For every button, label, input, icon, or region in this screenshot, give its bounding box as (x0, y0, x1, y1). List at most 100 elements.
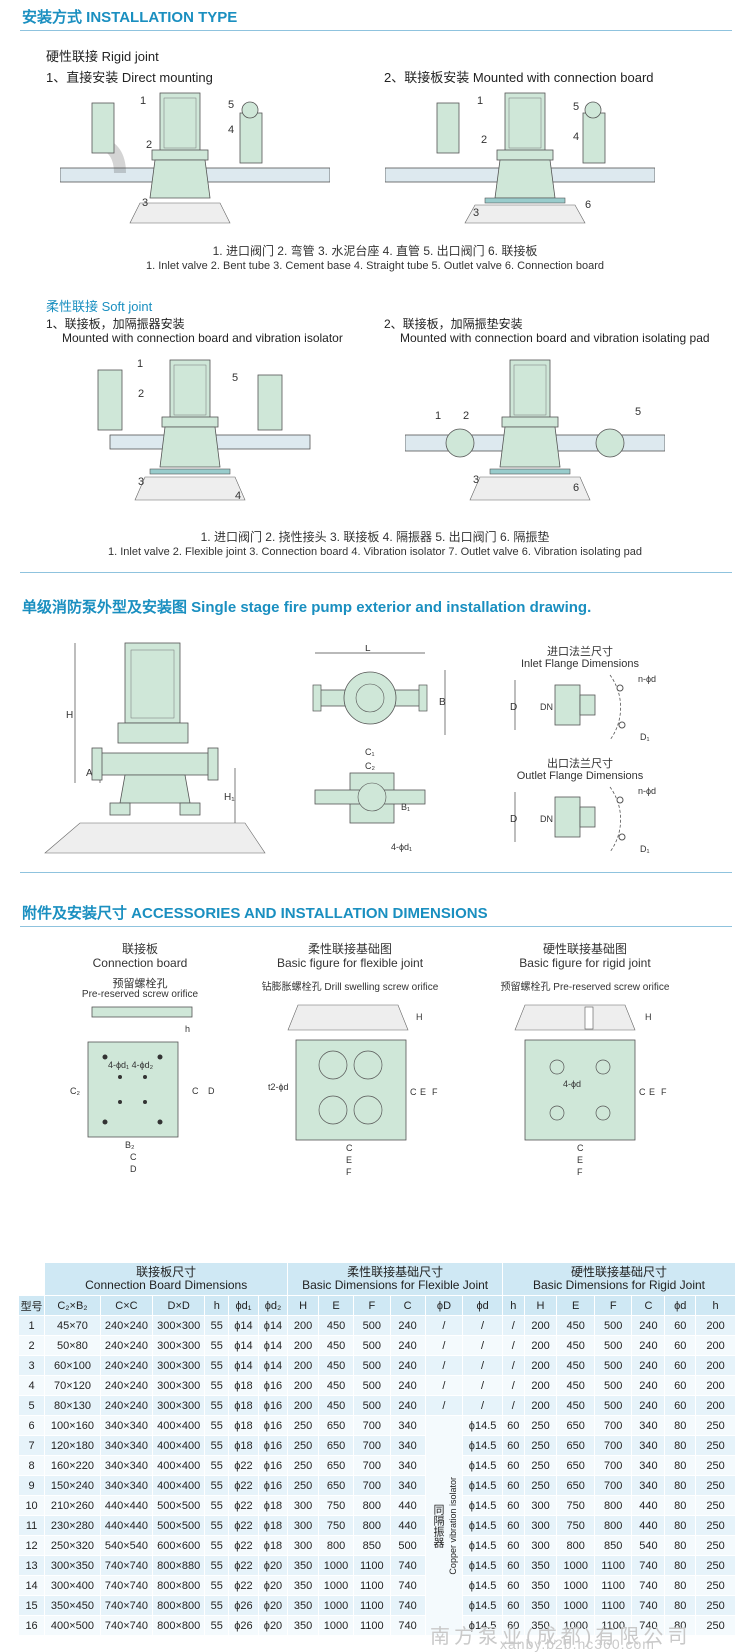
table-cell: 450 (556, 1335, 595, 1356)
table-cell: ϕ14.5 (462, 1435, 503, 1456)
table-cell: 350 (287, 1595, 319, 1616)
column-header: h (501, 1295, 525, 1316)
table-cell: 700 (593, 1475, 633, 1496)
table-cell: 60 (501, 1615, 525, 1636)
table-cell: 4 (17, 1375, 46, 1396)
table-cell: 500 (353, 1395, 391, 1416)
column-header: C (631, 1295, 666, 1316)
table-cell: ϕ14 (228, 1335, 259, 1356)
svg-text:C₂: C₂ (365, 761, 375, 771)
table-cell: 200 (523, 1355, 558, 1376)
table-cell: 340 (389, 1475, 426, 1496)
table-cell: 700 (593, 1415, 633, 1436)
table-cell: 80 (664, 1495, 697, 1516)
table-cell: 200 (523, 1375, 558, 1396)
table-cell: 1100 (593, 1615, 633, 1636)
table-cell: 450 (317, 1335, 355, 1356)
table-cell: ϕ16 (257, 1435, 289, 1456)
table-cell: 350 (287, 1575, 319, 1596)
pump-top-view-drawing: L B C₁ C₂ B₁ 4-ϕd₁ (312, 645, 446, 852)
table-cell: 2 (17, 1335, 46, 1356)
svg-text:C₂: C₂ (70, 1086, 80, 1096)
table-cell: 60 (664, 1315, 697, 1336)
table-cell: 9 (17, 1475, 46, 1496)
column-header: F (593, 1295, 633, 1316)
table-cell: ϕ22 (228, 1535, 259, 1556)
table-cell: 250 (695, 1515, 736, 1536)
svg-text:F: F (346, 1167, 352, 1177)
table-cell: 200 (695, 1355, 736, 1376)
table-cell: 700 (593, 1435, 633, 1456)
table-cell: 50×80 (44, 1335, 101, 1356)
table-cell: 55 (204, 1375, 230, 1396)
svg-text:D: D (510, 702, 517, 713)
watermark-url: xanby.b2b.hc360.com (500, 1636, 655, 1652)
table-cell: 60 (501, 1535, 525, 1556)
table-cell: 700 (353, 1435, 391, 1456)
svg-text:n-ϕd: n-ϕd (638, 786, 656, 796)
table-cell: 60 (664, 1335, 697, 1356)
svg-text:C: C (410, 1087, 417, 1097)
board-hole-cn: 预留螺栓孔 (112, 978, 168, 990)
table-cell: 500×500 (152, 1495, 206, 1516)
table-cell: 240 (389, 1375, 426, 1396)
table-cell: ϕ22 (228, 1515, 259, 1536)
svg-text:5: 5 (573, 101, 579, 113)
table-cell: 800 (593, 1495, 633, 1516)
table-cell: 740 (631, 1555, 666, 1576)
table-cell: 340 (389, 1415, 426, 1436)
column-header: E (556, 1295, 595, 1316)
table-cell: 650 (317, 1435, 355, 1456)
svg-text:E: E (577, 1155, 583, 1165)
svg-text:F: F (661, 1087, 667, 1097)
column-header: ϕd₂ (257, 1295, 289, 1316)
svg-text:4-ϕd₁ 4-ϕd₂: 4-ϕd₁ 4-ϕd₂ (108, 1060, 154, 1070)
table-cell: 740×740 (99, 1595, 154, 1616)
table-cell: 55 (204, 1575, 230, 1596)
table-cell: 60 (501, 1495, 525, 1516)
flexible-foundation-drawing: H t2-ϕd C E F C E F (268, 1004, 438, 1177)
svg-text:F: F (432, 1087, 438, 1097)
table-cell: / (462, 1335, 503, 1356)
table-cell: ϕ22 (228, 1455, 259, 1476)
soft-item2-en: Mounted with connection board and vibrat… (400, 331, 710, 345)
table-cell: 700 (353, 1475, 391, 1496)
table-cell: 540×540 (99, 1535, 154, 1556)
svg-text:D₁: D₁ (640, 844, 650, 854)
table-cell: ϕ14 (257, 1315, 289, 1336)
table-cell: / (501, 1315, 525, 1336)
table-cell: ϕ22 (228, 1495, 259, 1516)
table-cell: 250×320 (44, 1535, 101, 1556)
table-cell: 450 (317, 1375, 355, 1396)
table-cell: 14 (17, 1575, 46, 1596)
table-cell: ϕ22 (228, 1555, 259, 1576)
table-cell: 250 (695, 1615, 736, 1636)
table-cell: 800 (593, 1515, 633, 1536)
table-cell: 200 (523, 1395, 558, 1416)
svg-text:H: H (66, 710, 73, 721)
table-cell: 800×800 (152, 1575, 206, 1596)
table-cell: 80 (664, 1535, 697, 1556)
table-cell: 450 (317, 1395, 355, 1416)
table-cell: 60 (664, 1395, 697, 1416)
table-cell: 850 (353, 1535, 391, 1556)
rigid-title-en: Basic figure for rigid joint (519, 956, 651, 970)
table-cell: 600×600 (152, 1535, 206, 1556)
table-cell: 60×100 (44, 1355, 101, 1376)
table-cell: 740 (389, 1555, 426, 1576)
table-cell: 300×350 (44, 1555, 101, 1576)
soft-legend-en: 1. Inlet valve 2. Flexible joint 3. Conn… (107, 546, 643, 558)
table-cell: 350 (523, 1595, 558, 1616)
table-cell: 200 (523, 1315, 558, 1336)
rigid-direct-drawing: 1 2 3 4 5 (60, 92, 330, 224)
table-cell: ϕ18 (228, 1395, 259, 1416)
table-cell: 300 (287, 1495, 319, 1516)
table-cell: 1100 (353, 1575, 391, 1596)
svg-text:4: 4 (228, 124, 234, 136)
soft-joint-heading: 柔性联接 Soft joint (46, 299, 153, 314)
table-cell: 340 (389, 1435, 426, 1456)
